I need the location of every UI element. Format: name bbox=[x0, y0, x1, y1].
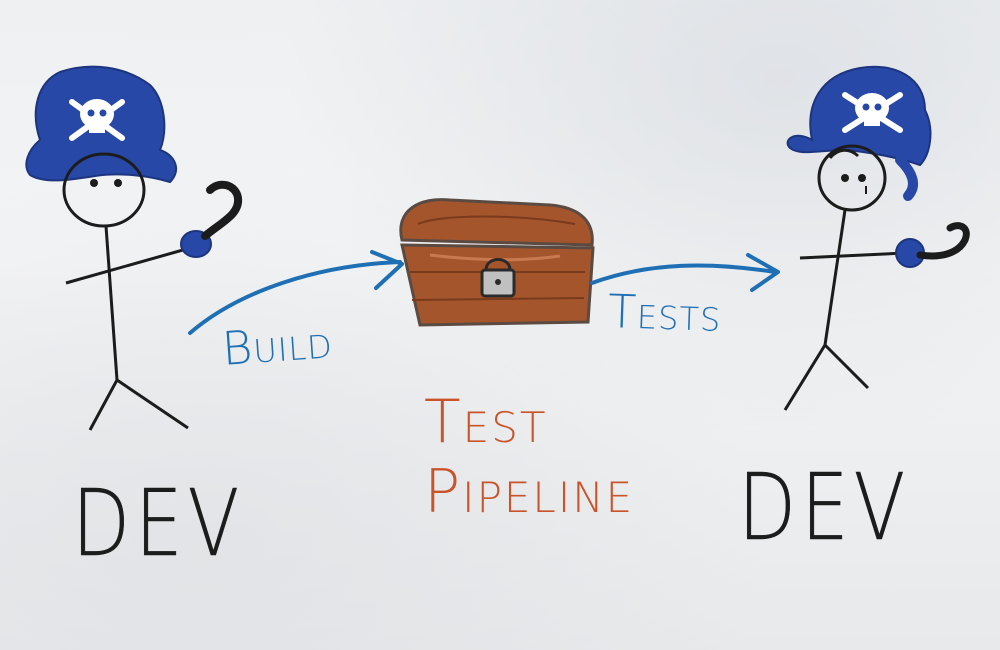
skull-crossbones-icon bbox=[69, 99, 125, 141]
skull-crossbones-icon bbox=[842, 92, 903, 133]
tests-arrow bbox=[590, 253, 780, 292]
padlock-icon bbox=[480, 258, 516, 298]
pirate-hat-icon bbox=[25, 65, 178, 184]
left-dev-label: DEV bbox=[72, 470, 245, 577]
hook-icon bbox=[180, 180, 243, 258]
pipeline-title-line2: Pipeline bbox=[424, 457, 635, 527]
right-pirate-figure bbox=[783, 65, 970, 411]
hook-icon bbox=[895, 222, 970, 268]
right-dev-label: DEV bbox=[738, 454, 911, 561]
treasure-chest-icon bbox=[399, 198, 595, 327]
tests-label: Tests bbox=[607, 284, 723, 342]
left-pirate-figure bbox=[25, 65, 243, 431]
build-label: Build bbox=[220, 314, 335, 376]
build-arrow bbox=[188, 250, 404, 335]
pirate-hat-icon bbox=[786, 65, 932, 201]
pipeline-title-line1: Test bbox=[424, 387, 548, 457]
